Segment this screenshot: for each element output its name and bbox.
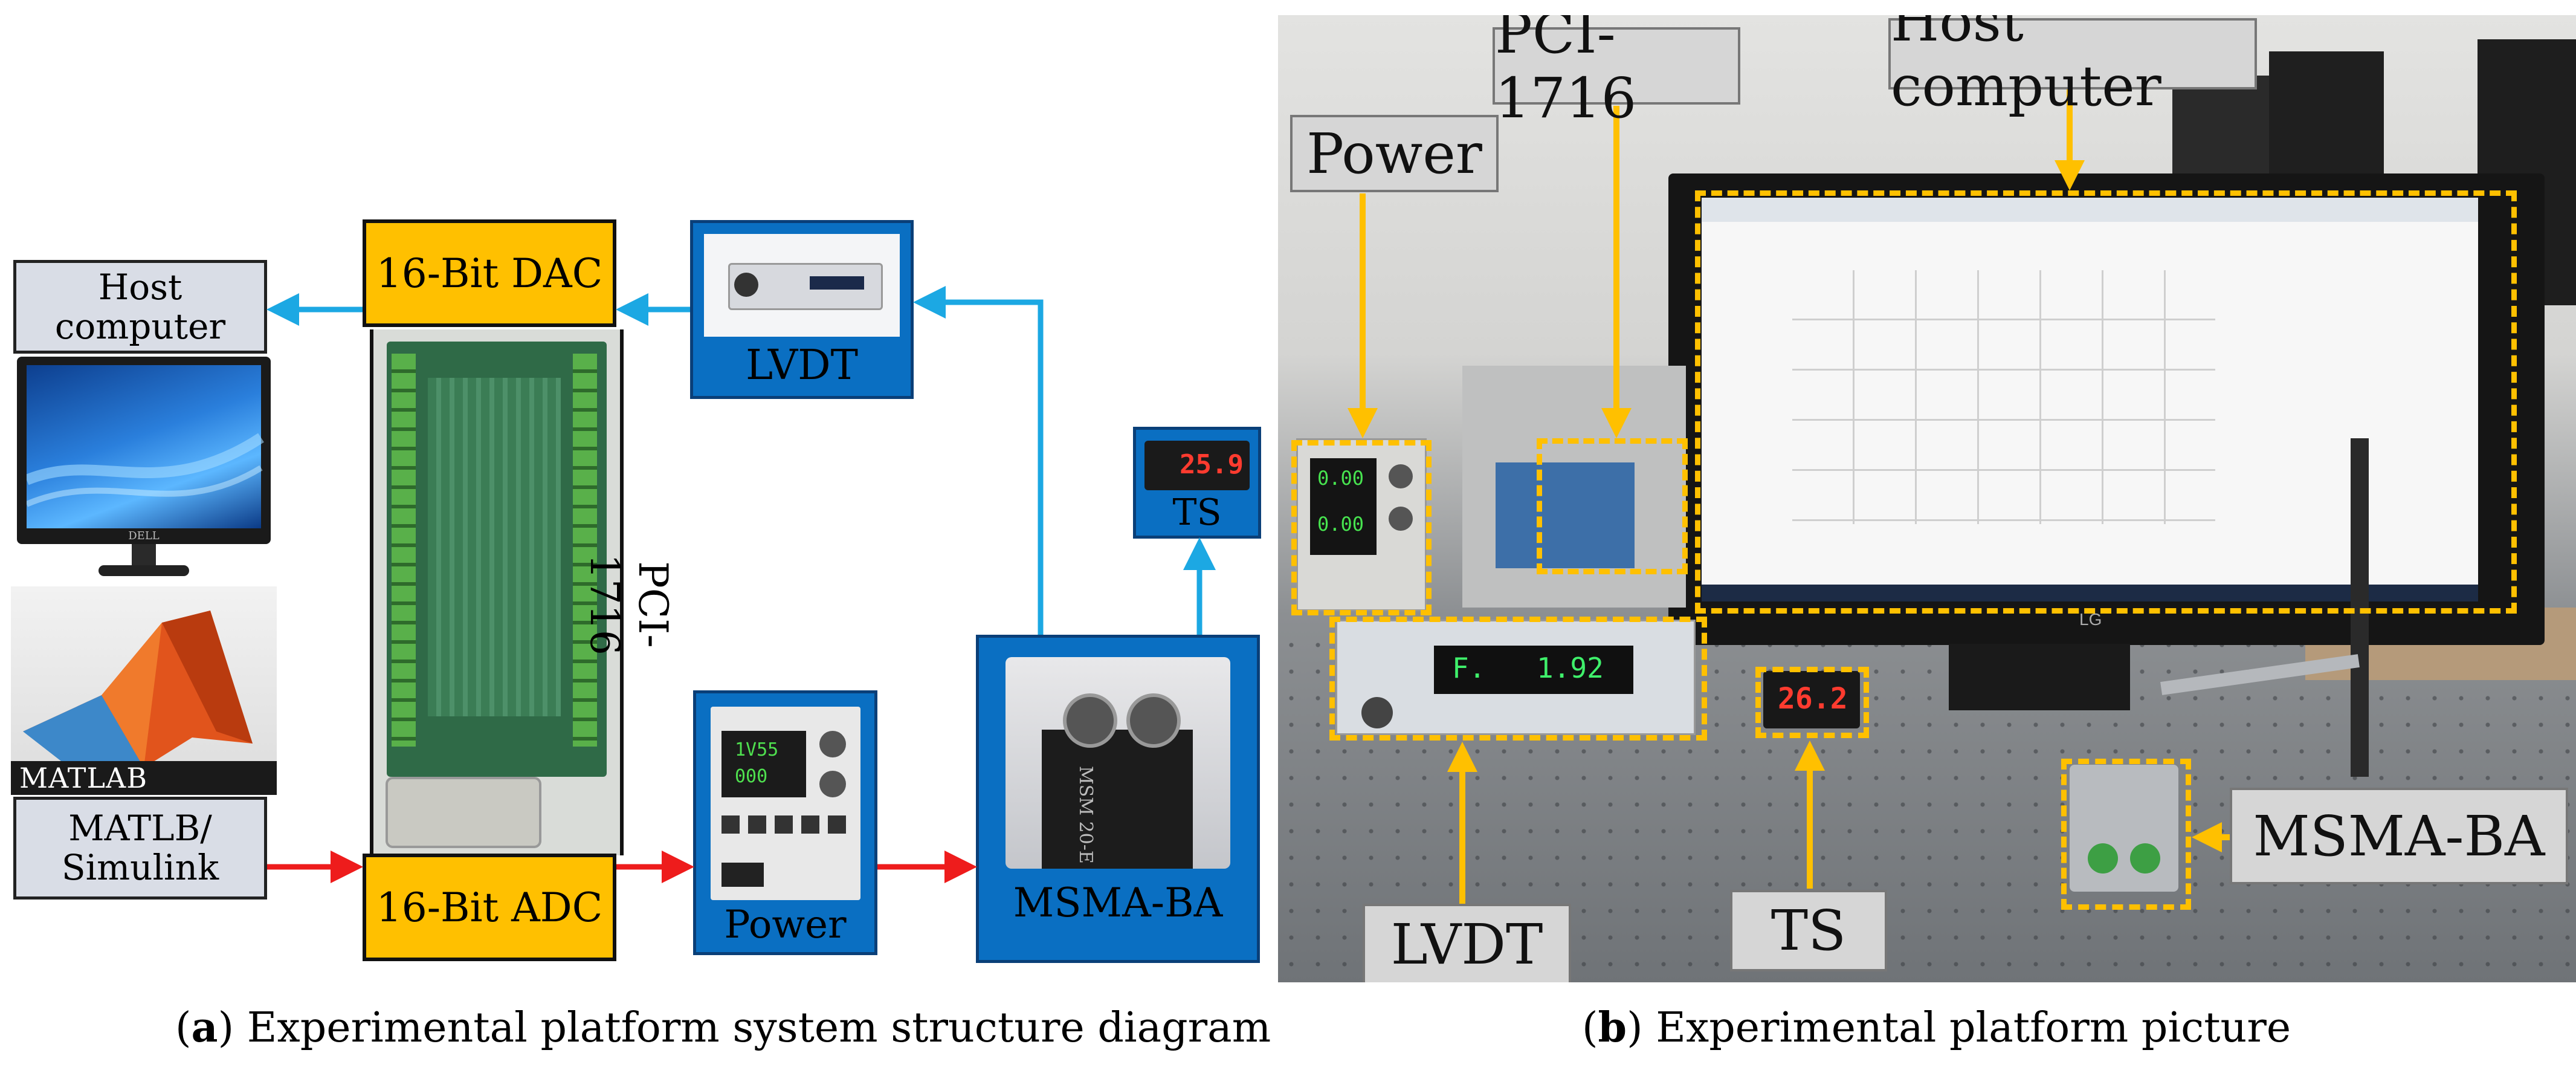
photo-tag-ts: TS [1730,890,1887,971]
matlab-wordmark: MATLAB [11,761,277,795]
ts-label: TS [1172,491,1222,534]
highlight-power [1291,440,1432,615]
pci-card-image [370,329,624,855]
photo-power-supply: 0.00 0.00 [1296,438,1427,611]
photo-tag-lvdt: LVDT [1363,904,1571,982]
caption-a: (a) Experimental platform system structu… [175,1003,1271,1052]
power-label: Power [724,903,847,947]
msma-device: MSM 20-E MSMA-BA [976,635,1260,963]
highlight-lvdt [1329,617,1707,741]
host-computer-label: Host computer [13,260,267,354]
matlab-logo: MATLAB [11,586,277,795]
matlab-simulink-label: MATLB/ Simulink [13,797,267,900]
photo-tag-host-computer: Host computer [1888,15,2257,118]
diagram-arrows [266,286,1216,883]
monitor-brand: DELL [128,530,160,542]
matlab-membrane-icon [23,611,253,774]
dac-box: 16-Bit DAC [363,219,616,327]
photo-tag-power: Power [1290,115,1499,192]
highlight-host-computer [1695,190,2517,614]
power-device: 1V55 000 Power [693,690,877,955]
lvdt-label: LVDT [745,342,859,389]
photo-ts-meter: 26.2 [1763,671,1860,728]
monitor-image: DELL [17,357,271,586]
highlight-msma [2061,759,2191,910]
photo-tag-pci: PCI-1716 [1493,15,1740,131]
adc-box: 16-Bit ADC [363,854,616,961]
ts-device: 25.9 TS [1133,427,1261,539]
photo-panel: LG 0.00 0.00 F. 1.92 26.2 [1278,15,2576,982]
ts-readout: 25.9 [1180,449,1244,480]
photo-lvdt-meter: F. 1.92 [1335,620,1696,735]
photo-msma [2070,765,2178,892]
photo-arrows [1348,88,2230,904]
highlight-pci [1537,438,1688,574]
highlight-ts [1755,667,1869,738]
photo-tag-msma: MSMA-BA [2230,788,2568,884]
screen-wave-icon [27,433,264,507]
photo-monitor: LG [1668,173,2545,645]
lvdt-device: LVDT [690,220,914,399]
msma-label: MSMA-BA [1013,880,1223,926]
caption-b: (b) Experimental platform picture [1582,1003,2291,1052]
